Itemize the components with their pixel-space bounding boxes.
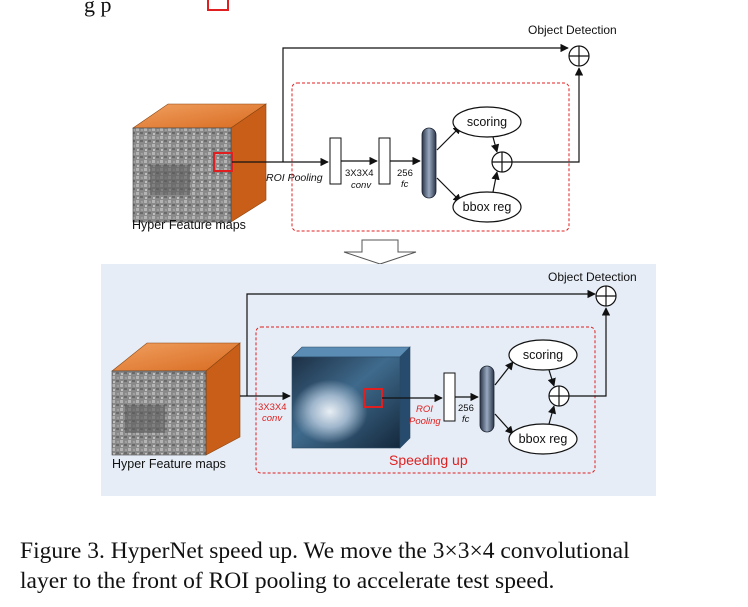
- bottom-feature-maps-label: Hyper Feature maps: [112, 457, 226, 471]
- top-conv-label: conv: [351, 180, 372, 191]
- bottom-object-detection-label: Object Detection: [548, 270, 637, 284]
- caption-line-1: Figure 3. HyperNet speed up. We move the…: [20, 538, 630, 564]
- bottom-roi-label: ROI: [416, 404, 433, 415]
- top-roi-pooling-label: ROI Pooling: [266, 172, 323, 184]
- hypernet-diagram: g p Hyper Feature maps ROI Pooling Objec…: [84, 0, 656, 496]
- top-conv-size-label: 3X3X4: [345, 168, 374, 179]
- top-sum-icon: [491, 151, 513, 173]
- bottom-conv-label: conv: [262, 413, 283, 424]
- top-fc-size-label: 256: [397, 168, 413, 179]
- top-scoring-node: [452, 106, 522, 138]
- cut-red-box: [207, 0, 229, 11]
- cut-text-fragment: g p: [84, 0, 112, 17]
- top-diagram: Hyper Feature maps ROI Pooling Object De…: [132, 23, 617, 232]
- top-object-detection-label: Object Detection: [528, 23, 617, 37]
- bottom-bbox-node: [508, 423, 578, 455]
- top-sum-icon-final: [568, 45, 590, 67]
- top-bbox-node: [452, 191, 522, 223]
- top-feature-maps-label: Hyper Feature maps: [132, 218, 246, 232]
- caption-line-2: layer to the front of ROI pooling to acc…: [20, 568, 555, 594]
- bottom-feature-vector: [479, 365, 495, 433]
- bottom-fc-size-label: 256: [458, 403, 474, 414]
- bottom-speeding-up-label: Speeding up: [389, 452, 468, 468]
- bottom-scoring-node: [508, 339, 578, 371]
- top-conv-block: [329, 137, 342, 185]
- bottom-sum-icon-final: [595, 285, 617, 307]
- top-feature-vector: [421, 127, 437, 199]
- bottom-pooling-label: Pooling: [409, 416, 441, 427]
- figure-caption: Figure 3. HyperNet speed up. We move the…: [20, 536, 740, 596]
- bottom-diagram: Hyper Feature maps 3X3X4 conv Object Det…: [111, 270, 637, 474]
- top-scoring-label: scoring: [467, 115, 507, 129]
- bottom-fc-block: [443, 372, 456, 422]
- bottom-conv-size-label: 3X3X4: [258, 402, 287, 413]
- bottom-sum-icon: [548, 385, 570, 407]
- bottom-conv-feature-map: [291, 346, 411, 449]
- bottom-fc-label: fc: [462, 414, 470, 425]
- bottom-feature-cube: [111, 342, 241, 456]
- top-fc-label: fc: [401, 179, 409, 190]
- bottom-bbox-label: bbox reg: [519, 432, 568, 446]
- top-bbox-label: bbox reg: [463, 200, 512, 214]
- down-transition-arrow: [343, 239, 417, 265]
- bottom-scoring-label: scoring: [523, 348, 563, 362]
- top-feature-cube: [132, 103, 267, 223]
- top-fc-block: [378, 137, 391, 185]
